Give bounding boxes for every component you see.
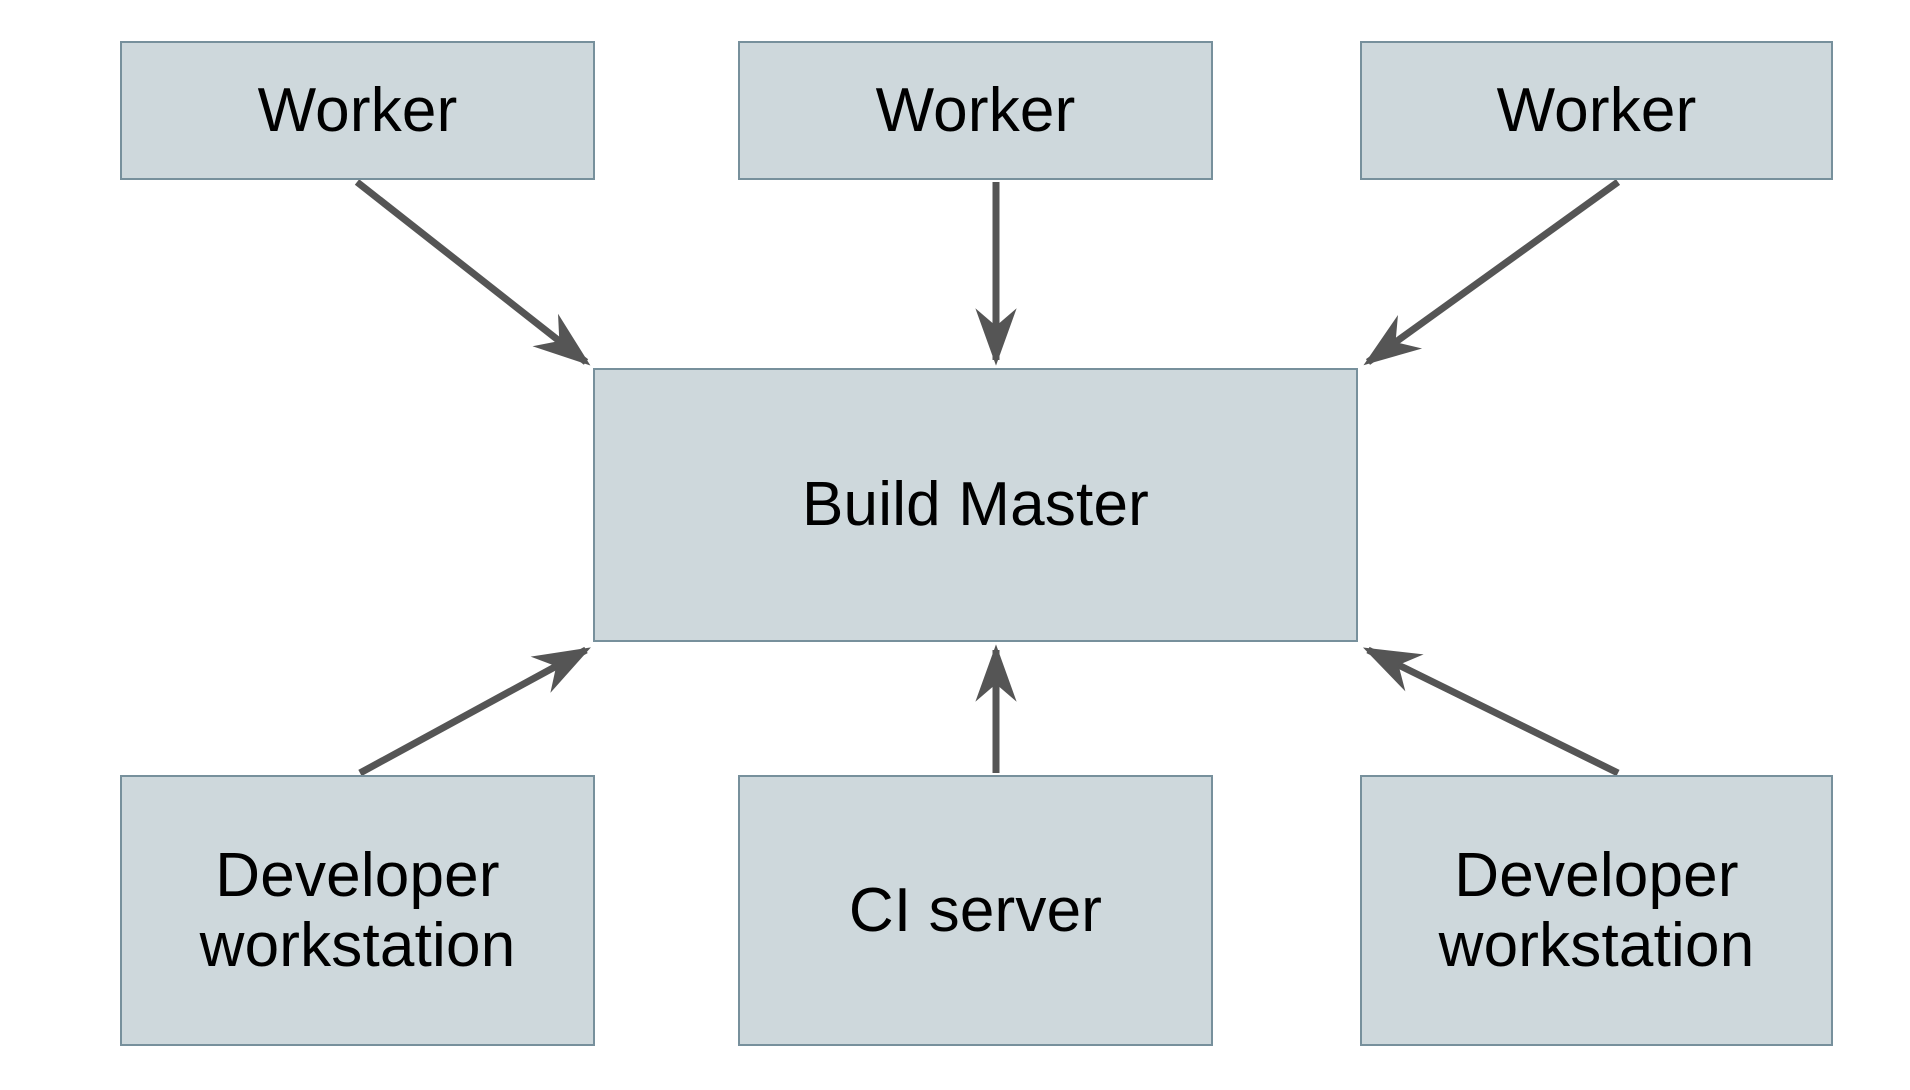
- node-build-master[interactable]: Build Master: [593, 368, 1358, 642]
- node-worker-3[interactable]: Worker: [1360, 41, 1833, 180]
- node-label: Build Master: [802, 470, 1149, 540]
- node-label: Worker: [257, 75, 458, 145]
- edge-dev2-to-master: [1362, 646, 1620, 777]
- node-label: CI server: [848, 875, 1103, 945]
- node-label: Developer workstation: [1438, 841, 1755, 980]
- node-worker-2[interactable]: Worker: [738, 41, 1213, 180]
- node-label: Developer workstation: [199, 841, 516, 980]
- edge-worker1-to-master: [354, 179, 591, 366]
- edge-dev1-to-master: [358, 646, 591, 777]
- edge-worker3-to-master: [1363, 179, 1621, 366]
- node-label: Worker: [1496, 75, 1697, 145]
- node-label: Worker: [875, 75, 1076, 145]
- node-worker-1[interactable]: Worker: [120, 41, 595, 180]
- node-developer-workstation-1[interactable]: Developer workstation: [120, 775, 595, 1046]
- node-ci-server[interactable]: CI server: [738, 775, 1213, 1046]
- node-developer-workstation-2[interactable]: Developer workstation: [1360, 775, 1833, 1046]
